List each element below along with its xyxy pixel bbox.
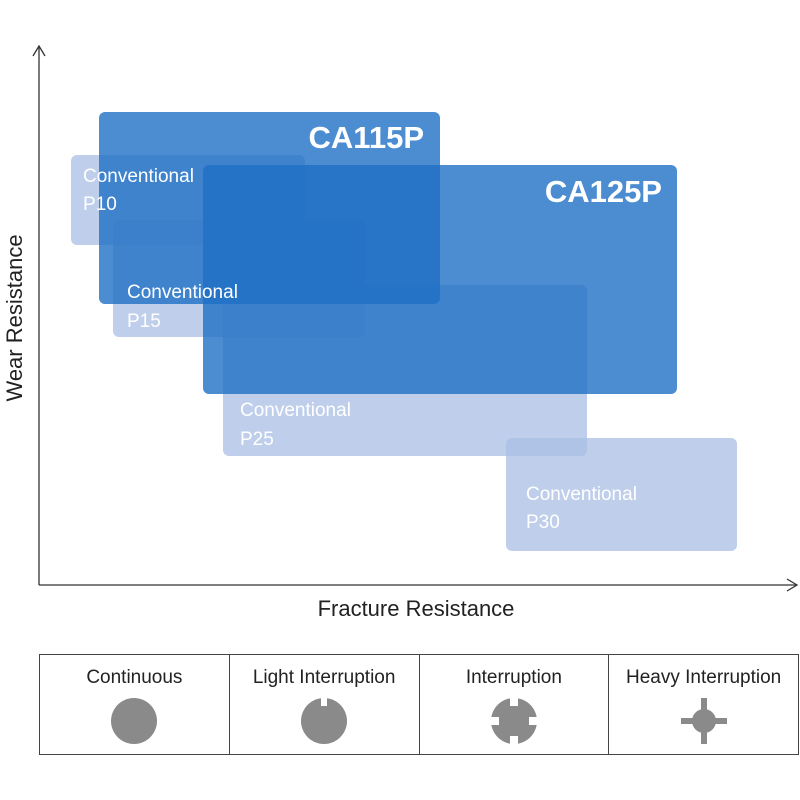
legend-cell-heavy-interruption: Heavy Interruption <box>609 655 798 754</box>
p30-label-line2: P30 <box>526 512 560 533</box>
ca115p-label: CA115P <box>309 120 424 155</box>
solid-circle-icon <box>111 698 158 744</box>
region-p30 <box>506 438 737 551</box>
legend-label: Light Interruption <box>252 667 396 688</box>
x-axis <box>39 578 799 592</box>
resistance-chart: Conventional P10 Conventional P15 Conven… <box>2 44 799 621</box>
y-axis-title: Wear Resistance <box>2 234 27 401</box>
p15-label-line1: Conventional <box>127 282 238 303</box>
p15-label-line2: P15 <box>127 311 161 332</box>
legend-cell-interruption: Interruption <box>420 655 610 754</box>
legend-cell-continuous: Continuous <box>40 655 230 754</box>
x-axis-title: Fracture Resistance <box>318 596 515 621</box>
y-axis <box>32 44 46 585</box>
circle-cross-icon <box>680 698 727 744</box>
ca125p-label: CA125P <box>545 174 662 209</box>
legend-label: Interruption <box>465 667 562 688</box>
legend-label: Heavy Interruption <box>626 667 782 688</box>
p10-label-line1: Conventional <box>83 166 194 187</box>
p10-label-line2: P10 <box>83 194 117 215</box>
circle-one-notch-icon <box>301 697 348 744</box>
p25-label-line1: Conventional <box>240 400 351 421</box>
region-ca125p <box>203 165 677 394</box>
legend-cell-light-interruption: Light Interruption <box>230 655 420 754</box>
p25-label-line2: P25 <box>240 429 274 450</box>
cutting-conditions-legend: Continuous Light Interruption Interrupti… <box>39 654 799 755</box>
p30-label-line1: Conventional <box>526 484 637 505</box>
circle-four-notch-icon <box>489 697 538 745</box>
legend-label: Continuous <box>86 667 183 688</box>
